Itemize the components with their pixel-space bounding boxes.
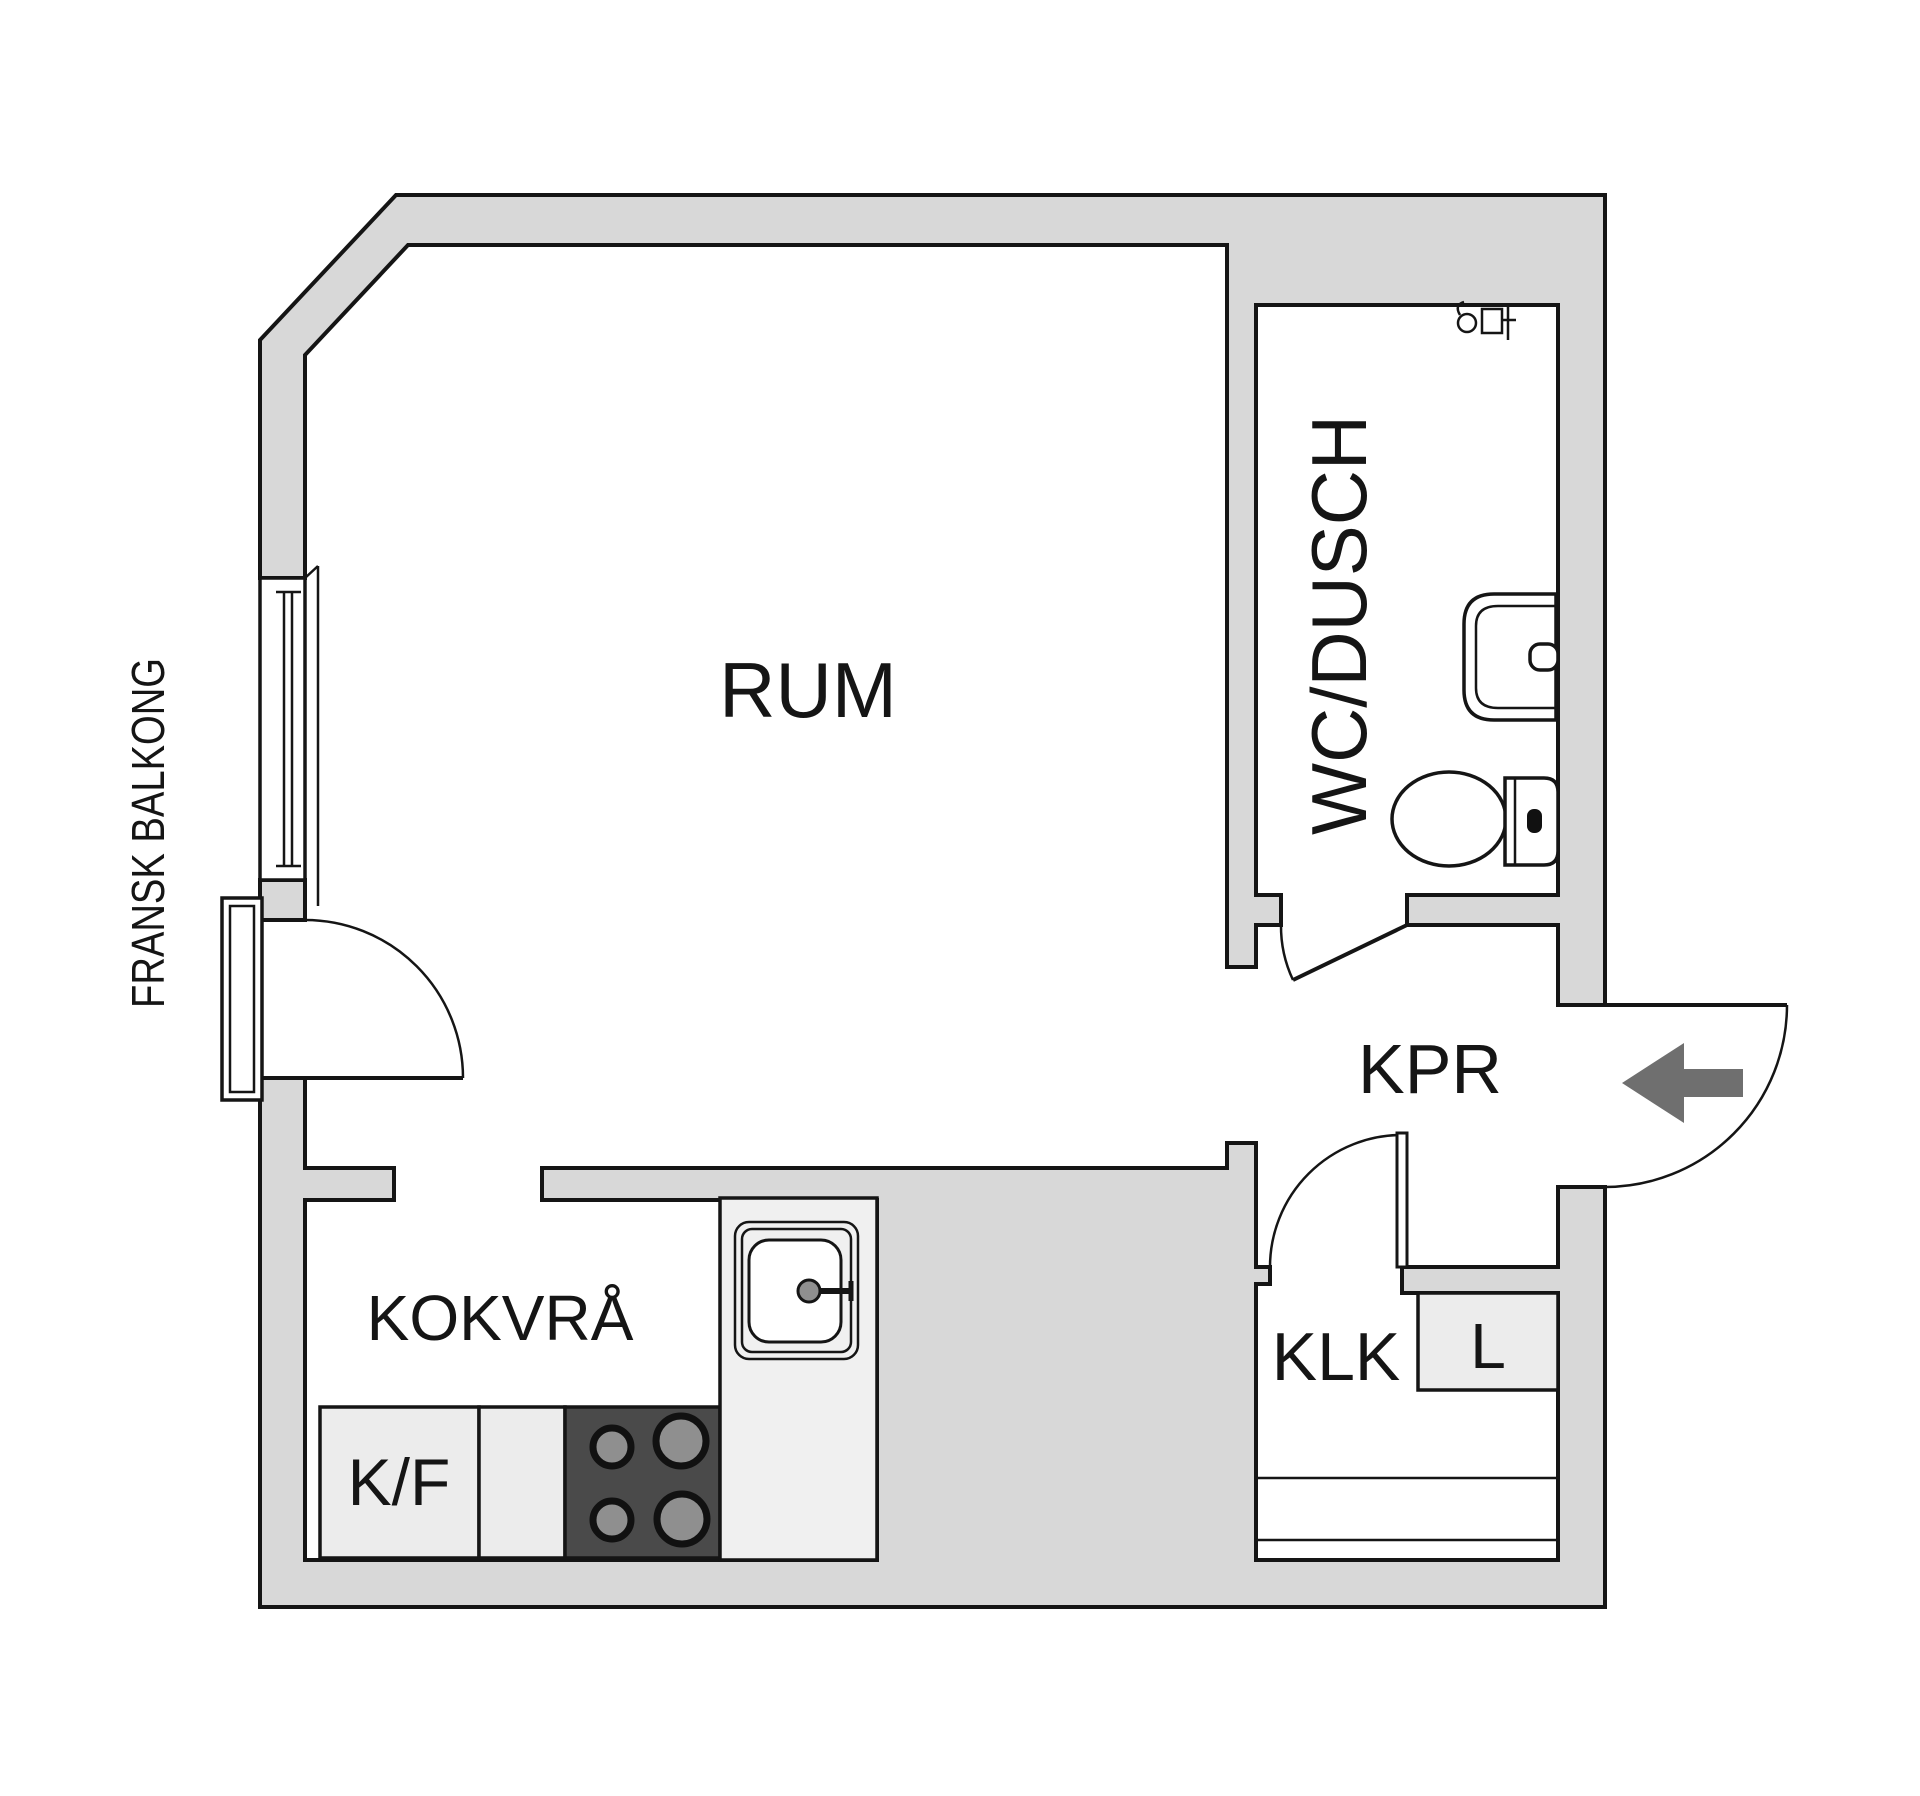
closet-area [1256,1131,1560,1542]
burner-top-right-icon [652,1412,710,1470]
toilet-icon [1390,770,1560,868]
washbasin-tap [1528,642,1560,672]
kitchenette-fixtures [318,1196,879,1562]
room-label-klk: KLK [1272,1319,1401,1395]
label-fransk-balkong: FRANSK BALKONG [122,658,174,1008]
label-fridge-freezer: K/F [348,1445,451,1519]
bathroom-door [1279,923,1408,982]
shower-mixer-body [1480,307,1504,335]
stove-icon [563,1405,722,1560]
kitchen-sink-icon [733,1220,860,1361]
bathroom-fixtures [1279,300,1560,982]
burner-top-left-icon [589,1424,635,1470]
washbasin-icon [1462,592,1560,722]
bathroom-door-swing-arc [1279,924,1295,981]
label-linen-cabinet: L [1470,1310,1506,1382]
wall-structure-lower [258,1076,1607,1609]
balcony-door-swing-arc [304,918,465,1079]
entry-door [1604,1003,1789,1189]
french-balcony-rail [220,896,264,1102]
linen-cabinet-box [1416,1291,1560,1392]
toilet-flush-button [1527,809,1542,833]
closet-door-swing-arc [1268,1133,1403,1268]
balcony-rail-outer [220,896,264,1102]
room-label-kokvra: KOKVRÅ [367,1282,634,1354]
washbasin-outer [1462,592,1558,722]
balcony-rail-inner [228,904,256,1094]
closet-door-leaf [1395,1131,1409,1269]
washbasin-inner [1474,604,1556,710]
fridge-freezer-cabinet [318,1405,481,1560]
shower-head [1456,312,1478,334]
entry-arrow-icon [1622,1043,1743,1123]
toilet-bowl [1390,770,1508,868]
entry-door-swing-arc [1604,1004,1789,1189]
room-label-kpr: KPR [1358,1030,1502,1108]
sink-outer-rim [733,1220,860,1361]
wall-structure-upper [258,193,1607,1007]
balcony-door [304,918,465,1080]
bathroom-door-leaf [1292,923,1408,982]
sink-drain-icon [796,1278,822,1304]
wall-pier-between-window-and-balcony-door [258,878,307,922]
closet-door [1268,1131,1409,1269]
room-label-wc-dusch: WC/DUSCH [1295,415,1383,835]
window-frame [258,576,307,882]
burner-bottom-left-icon [589,1497,635,1543]
window [258,565,320,906]
burner-bottom-right-icon [653,1490,711,1548]
window-sill-connector [304,565,319,579]
shower-mixer-icon [1456,300,1516,340]
room-label-rum: RUM [719,646,897,734]
kitchen-cabinet [477,1405,567,1560]
shower-hose [1456,300,1465,316]
